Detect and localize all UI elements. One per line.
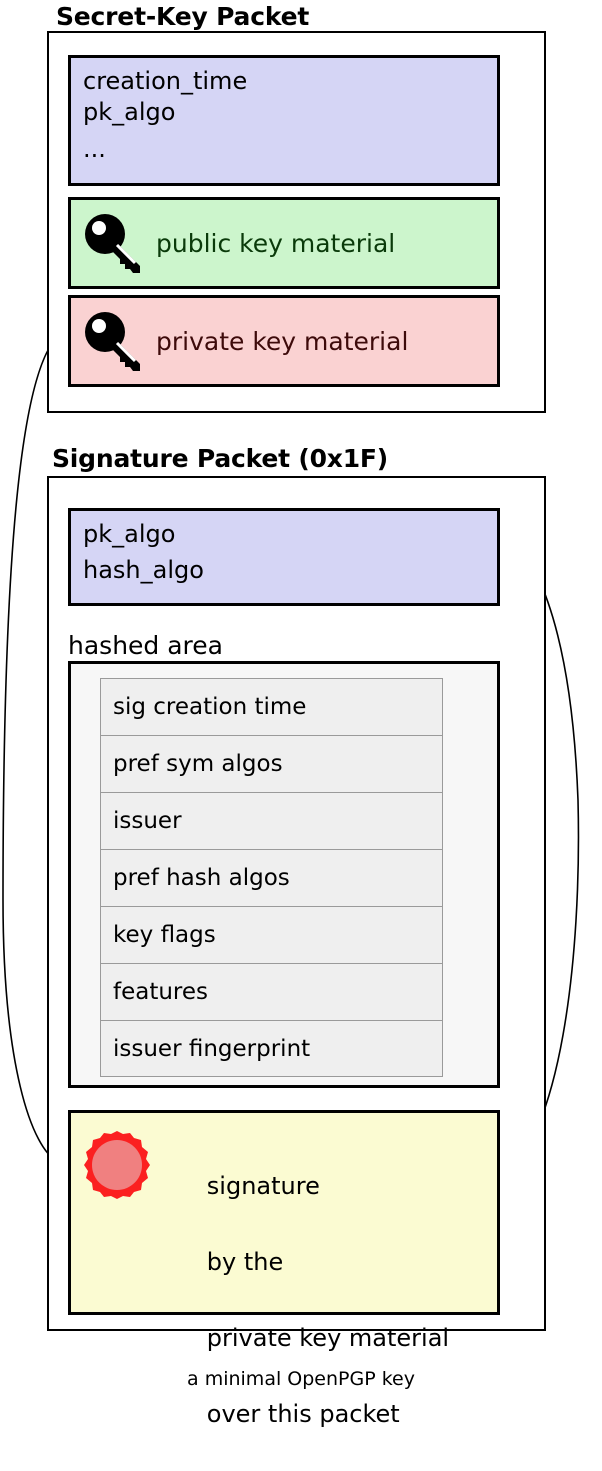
list-item: sig creation time <box>100 678 443 735</box>
metadata-line-pk-algo: pk_algo <box>83 98 176 126</box>
secret-key-metadata-box: creation_time pk_algo ... <box>68 55 500 186</box>
list-item: issuer <box>100 792 443 849</box>
figure-caption: a minimal OpenPGP key <box>187 1368 415 1390</box>
secret-key-packet-title: Secret-Key Packet <box>56 2 310 31</box>
key-icon <box>85 312 140 371</box>
signature-text: signature by the private key material ov… <box>161 1129 449 1471</box>
metadata-line-creation-time: creation_time <box>83 67 248 95</box>
key-icon <box>85 214 140 273</box>
public-key-material-box: public key material <box>68 197 500 289</box>
signature-line-1: signature <box>206 1172 320 1200</box>
signature-algos-box: pk_algo hash_algo <box>68 508 500 606</box>
hashed-area-label: hashed area <box>68 631 223 660</box>
hashed-area-box: sig creation time pref sym algos issuer … <box>68 661 500 1088</box>
signature-packet-title: Signature Packet (0x1F) <box>52 444 389 473</box>
signature-line-4: over this packet <box>206 1400 400 1428</box>
signature-line-2: by the <box>206 1248 284 1276</box>
algos-line-pk-algo: pk_algo <box>83 520 176 548</box>
private-key-material-box: private key material <box>68 295 500 387</box>
algos-line-hash-algo: hash_algo <box>83 556 204 584</box>
signature-box: signature by the private key material ov… <box>68 1110 500 1428</box>
subpacket-list: sig creation time pref sym algos issuer … <box>100 678 443 1077</box>
private-key-material-label: private key material <box>156 327 409 356</box>
signature-line-3: private key material <box>206 1324 450 1352</box>
wax-seal-icon <box>84 1131 150 1199</box>
list-item: pref sym algos <box>100 735 443 792</box>
list-item: features <box>100 963 443 1020</box>
diagram-canvas: Secret-Key Packet creation_time pk_algo … <box>2 2 580 1428</box>
list-item: issuer fingerprint <box>100 1020 443 1077</box>
list-item: pref hash algos <box>100 849 443 906</box>
metadata-line-ellipsis: ... <box>83 135 106 163</box>
list-item: key flags <box>100 906 443 963</box>
public-key-material-label: public key material <box>156 229 396 258</box>
